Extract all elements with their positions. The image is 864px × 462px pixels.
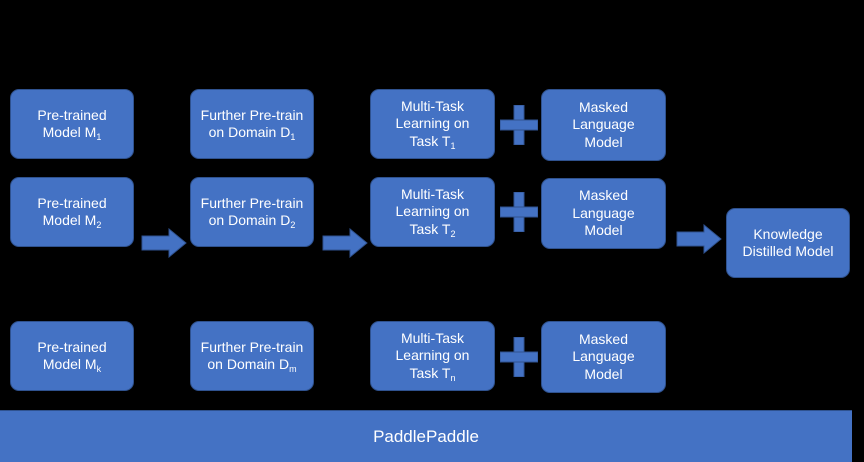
label-line: Multi-Task [400,329,464,346]
right-arrow-icon [676,224,722,254]
subscript: 2 [96,220,102,230]
subscript: 2 [450,228,456,239]
pretrained-model-k-box: Pre-trained Model Mk [10,321,134,391]
plus-icon [500,337,538,377]
label-line: Masked [578,187,628,204]
label-line: Model [584,133,623,150]
label-line: Model M [42,124,97,140]
label-line: Language [572,116,635,133]
multitask-task-2-box: Multi-Task Learning on Task T2 [370,177,495,247]
pretrained-model-1-box: Pre-trained Model M1 [10,89,134,159]
masked-language-model-1-box: Masked Language Model [541,89,666,161]
label-line: Further Pre-train [200,106,304,123]
subscript: m [289,364,297,374]
label-line: Learning on [395,347,470,364]
platform-label: PaddlePaddle [373,426,479,446]
label-line: Learning on [395,203,470,220]
masked-language-model-n-box: Masked Language Model [541,321,666,393]
label-line: Model M [42,212,97,228]
label-line: Pre-trained [37,194,107,211]
label-line: Distilled Model [742,243,834,259]
further-pretrain-domain-1-box: Further Pre-train on Domain D1 [190,89,314,159]
further-pretrain-domain-2-box: Further Pre-train on Domain D2 [190,177,314,247]
label-line: Model [584,365,623,382]
masked-language-model-2-box: Masked Language Model [541,178,666,249]
label-line: Pre-trained [37,338,107,355]
multitask-task-n-box: Multi-Task Learning on Task Tn [370,321,495,391]
further-pretrain-domain-m-box: Further Pre-train on Domain Dm [190,321,314,391]
multitask-task-1-box: Multi-Task Learning on Task T1 [370,89,495,159]
label-line: Further Pre-train [200,194,304,211]
label-line: Task T [409,364,451,381]
label-line: Knowledge [753,225,823,242]
label-line: Learning on [395,115,470,132]
right-arrow-icon [141,228,187,258]
label-line: Further Pre-train [200,338,304,355]
label-line: Task T [409,220,451,237]
label-line: Model M [42,356,97,372]
knowledge-distilled-model-box: Knowledge Distilled Model [726,208,850,278]
subscript: 1 [290,132,296,142]
label-line: Language [572,204,635,221]
subscript: 1 [96,132,102,142]
label-line: Masked [578,98,628,115]
subscript: 1 [450,140,456,151]
label-line: Pre-trained [37,106,107,123]
label-line: Multi-Task [400,97,464,114]
paddlepaddle-platform-bar: PaddlePaddle [0,410,852,462]
right-arrow-icon [322,228,368,258]
pretrained-model-2-box: Pre-trained Model M2 [10,177,134,247]
label-line: Task T [409,132,451,149]
label-line: on Domain D [208,212,291,228]
plus-icon [500,105,538,145]
label-line: Masked [578,330,628,347]
subscript: n [450,372,456,383]
label-line: Language [572,348,635,365]
subscript: k [96,364,102,374]
plus-icon [500,192,538,232]
label-line: on Domain D [207,356,290,372]
subscript: 2 [290,220,296,230]
label-line: Model [584,222,623,239]
label-line: Multi-Task [400,185,464,202]
label-line: on Domain D [208,124,291,140]
